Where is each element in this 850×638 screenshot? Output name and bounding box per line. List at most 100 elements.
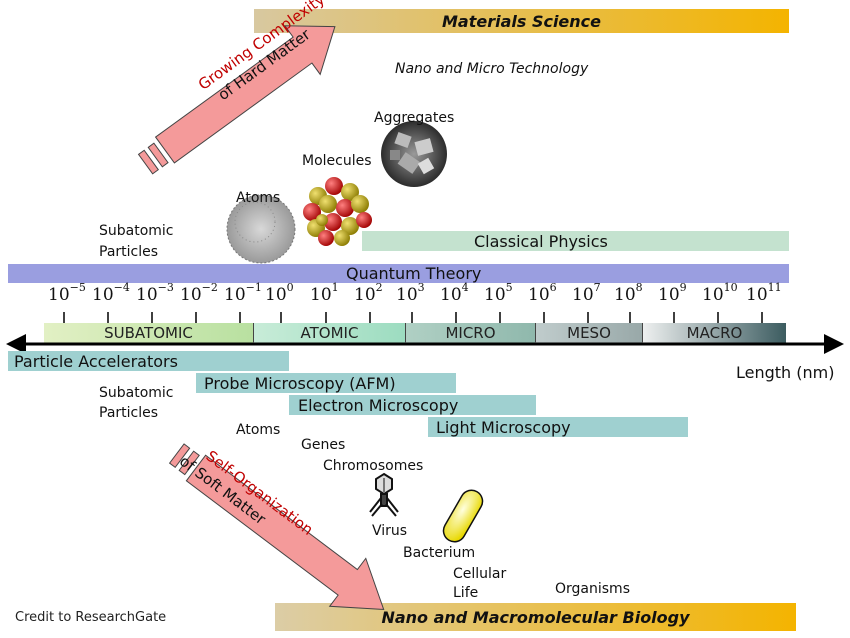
tick-base: 10 — [224, 285, 246, 305]
electron-microscopy-label: Electron Microscopy — [298, 395, 459, 415]
tick-exponent: 8 — [635, 281, 643, 294]
axis-tick-label: 104 — [440, 281, 469, 305]
tick-exponent: 10 — [723, 281, 738, 294]
tick-exponent: −5 — [69, 281, 86, 294]
classical-physics-bar-bg — [362, 231, 789, 251]
top-banner-bg — [254, 9, 789, 33]
segment-meso-bg — [536, 323, 643, 343]
tick-exponent: 2 — [375, 281, 383, 294]
subatomic-label-upper-1: Subatomic — [99, 223, 174, 239]
tick-base: 10 — [48, 285, 70, 305]
axis-tick-label: 10−4 — [92, 281, 130, 305]
tick-base: 10 — [614, 285, 636, 305]
bacterium-image — [442, 489, 484, 543]
axis-tick-label: 10−2 — [180, 281, 218, 305]
tick-exponent: −3 — [157, 281, 174, 294]
top-banner: Materials Science — [254, 9, 789, 33]
segment-atomic-bg — [254, 323, 406, 343]
segment-atomic: ATOMIC — [254, 323, 406, 343]
segment-macro: MACRO — [686, 324, 743, 342]
tick-exponent: −1 — [245, 281, 262, 294]
light-microscopy-label: Light Microscopy — [436, 417, 571, 437]
atoms-label-lower: Atoms — [236, 422, 281, 438]
genes-label: Genes — [301, 437, 346, 453]
tick-base: 10 — [265, 285, 287, 305]
segment-micro-bg — [406, 323, 536, 343]
axis-right-arrow — [824, 334, 844, 354]
segment-subatomic: SUBATOMIC — [44, 323, 254, 343]
axis-tick-label: 109 — [658, 281, 687, 305]
virus-image — [369, 472, 399, 517]
tick-exponent: −2 — [201, 281, 218, 294]
tick-base: 10 — [354, 285, 376, 305]
axis-tick-label: 101 — [310, 281, 339, 305]
top-banner-label: Materials Science — [441, 11, 602, 31]
probe-microscopy-bar-bg — [196, 373, 456, 393]
axis-tick-marks — [63, 312, 763, 323]
tick-exponent: 7 — [593, 281, 601, 294]
aggregates-image — [381, 121, 447, 187]
tick-base: 10 — [528, 285, 550, 305]
axis-tick-label: 108 — [614, 281, 643, 305]
axis-label: Length (nm) — [736, 363, 835, 382]
molecules-label: Molecules — [302, 153, 372, 169]
tick-base: 10 — [396, 285, 418, 305]
bottom-banner-label: Nano and Macromolecular Biology — [381, 607, 690, 627]
cellular-life-label-1: Cellular — [453, 566, 507, 582]
axis-left-arrow — [6, 334, 26, 354]
tick-base: 10 — [702, 285, 724, 305]
axis-tick-label: 102 — [354, 281, 383, 305]
quantum-theory-bar-bg — [8, 264, 789, 283]
axis-tick-label: 103 — [396, 281, 425, 305]
tick-exponent: 11 — [767, 281, 782, 294]
electron-microscopy-bar-bg — [289, 395, 536, 415]
tick-base: 10 — [484, 285, 506, 305]
tick-base: 10 — [658, 285, 680, 305]
tick-exponent: 0 — [286, 281, 294, 294]
tick-exponent: 6 — [549, 281, 557, 294]
atoms-image — [226, 194, 296, 264]
axis-tick-label: 107 — [572, 281, 601, 305]
axis-tick-label: 106 — [528, 281, 557, 305]
light-microscopy-bar-bg — [428, 417, 688, 437]
hard-matter-arrow — [137, 25, 336, 175]
axis-tick-label: 10−1 — [224, 281, 262, 305]
tick-exponent: 3 — [417, 281, 425, 294]
probe-microscopy-bar: Probe Microscopy (AFM) — [196, 373, 456, 393]
particle-accelerators-label: Particle Accelerators — [14, 351, 178, 371]
tick-base: 10 — [92, 285, 114, 305]
subtitle: Nano and Micro Technology — [395, 61, 589, 77]
molecule-image — [303, 177, 372, 246]
tick-base: 10 — [572, 285, 594, 305]
particle-accelerators-bar: Particle Accelerators — [8, 351, 289, 371]
segment-subatomic-bg — [44, 323, 254, 343]
subatomic-label-upper-2: Particles — [99, 244, 159, 260]
light-microscopy-bar: Light Microscopy — [428, 417, 688, 437]
aggregates-label: Aggregates — [374, 110, 455, 126]
tick-base: 10 — [746, 285, 768, 305]
subatomic-label-lower-1: Subatomic — [99, 385, 174, 401]
tick-exponent: 9 — [679, 281, 687, 294]
cellular-life-label-2: Life — [453, 585, 479, 601]
bottom-banner: Nano and Macromolecular Biology — [275, 603, 796, 631]
electron-microscopy-bar: Electron Microscopy — [289, 395, 536, 415]
tick-base: 10 — [136, 285, 158, 305]
segment-micro: MICRO — [406, 323, 536, 343]
quantum-theory-label: Quantum Theory — [346, 264, 482, 283]
particle-accelerators-bar-bg — [8, 351, 289, 371]
axis-tick-label: 100 — [265, 281, 294, 305]
quantum-theory-bar: Quantum Theory — [8, 264, 789, 283]
tick-exponent: −4 — [113, 281, 130, 294]
axis-tick-label: 1010 — [702, 281, 738, 305]
atoms-label-upper: Atoms — [236, 190, 281, 206]
tick-exponent: 4 — [461, 281, 469, 294]
credit-text: Credit to ResearchGate — [15, 610, 167, 625]
soft-matter-arrow — [168, 443, 385, 610]
axis-tick-label: 105 — [484, 281, 513, 305]
tick-base: 10 — [180, 285, 202, 305]
axis-tick-label: 10−5 — [48, 281, 86, 305]
virus-label: Virus — [372, 523, 408, 539]
axis-tick-label: 1011 — [746, 281, 782, 305]
organisms-label: Organisms — [555, 581, 630, 597]
